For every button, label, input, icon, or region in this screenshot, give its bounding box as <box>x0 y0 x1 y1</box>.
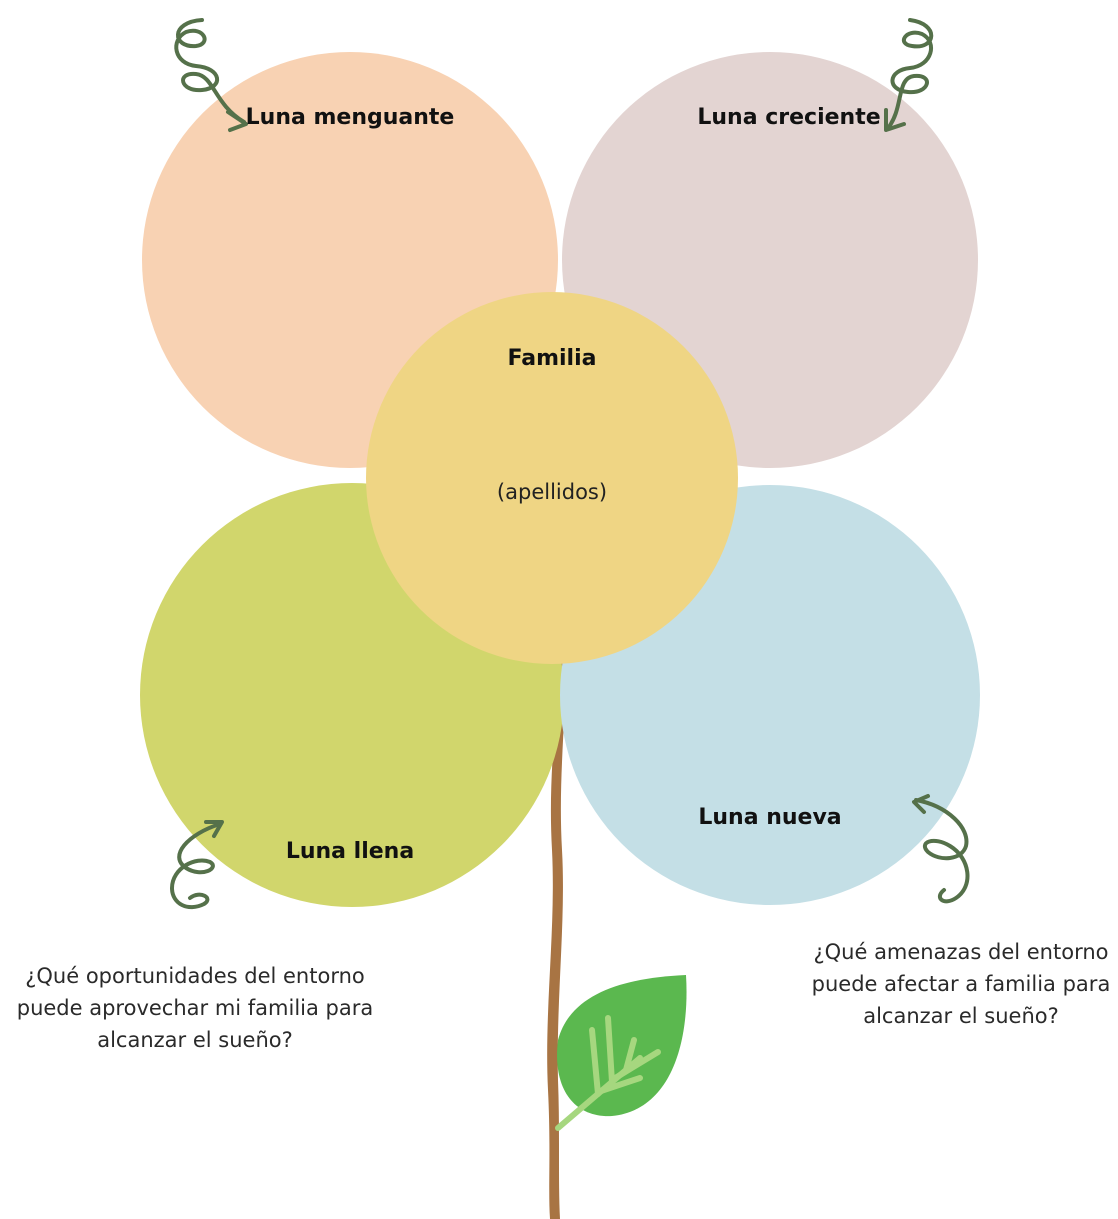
question-left: ¿Qué oportunidades del entorno puede apr… <box>10 960 380 1056</box>
center-subtitle: (apellidos) <box>496 480 608 504</box>
leaf-icon <box>555 975 687 1131</box>
flower-stem <box>547 660 566 1219</box>
curly-arrow-icon-top-right <box>884 18 934 132</box>
question-left-line-2: puede aprovechar mi familia para <box>16 996 374 1020</box>
question-left-line-3: alcanzar el sueño? <box>97 1028 293 1052</box>
question-right-line-3: alcanzar el sueño? <box>863 1004 1059 1028</box>
curly-arrow-icon-top-left <box>174 18 248 132</box>
label-luna-menguante: Luna menguante <box>245 105 455 130</box>
center-circle <box>366 292 738 664</box>
question-right-line-2: puede afectar a familia para <box>811 972 1111 996</box>
question-left-line-1: ¿Qué oportunidades del entorno <box>25 964 365 988</box>
center-title: Familia <box>507 346 597 371</box>
label-luna-nueva: Luna nueva <box>698 805 842 830</box>
question-right-line-1: ¿Qué amenazas del entorno <box>813 940 1109 964</box>
curly-arrow-icon-bottom-right <box>912 794 970 904</box>
curly-arrow-icon-bottom-left <box>170 820 224 910</box>
label-luna-llena: Luna llena <box>285 839 415 864</box>
label-luna-creciente: Luna creciente <box>697 105 881 130</box>
question-right: ¿Qué amenazas del entorno puede afectar … <box>808 936 1114 1032</box>
